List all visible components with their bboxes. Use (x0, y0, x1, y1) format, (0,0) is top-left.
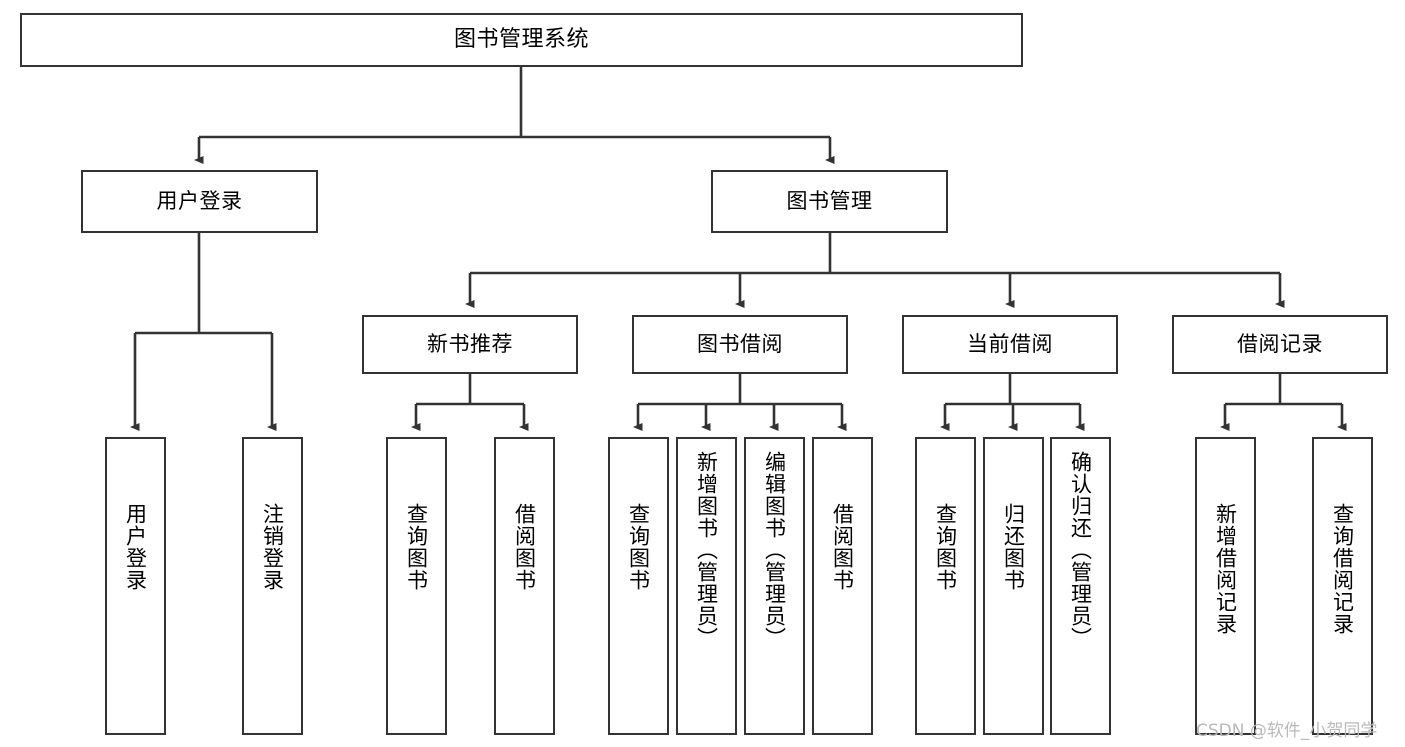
node-label: 查询图书 (626, 503, 651, 591)
leaf-book-borrow-add[interactable]: 新增图书（管理员） (676, 437, 737, 735)
node-label: 查询图书 (933, 503, 958, 591)
leaf-book-borrow-edit[interactable]: 编辑图书（管理员） (744, 437, 805, 735)
leaf-book-borrow-query[interactable]: 查询图书 (608, 437, 669, 735)
node-book-borrow[interactable]: 图书借阅 (632, 315, 848, 374)
node-label: 确认归还（管理员） (1068, 451, 1093, 649)
node-label: 借阅记录 (1237, 332, 1323, 357)
node-book-management[interactable]: 图书管理 (711, 170, 948, 233)
leaf-current-borrow-confirm-return[interactable]: 确认归还（管理员） (1050, 437, 1111, 735)
leaf-borrow-record-add[interactable]: 新增借阅记录 (1195, 437, 1256, 735)
leaf-user-login-signin[interactable]: 用户登录 (105, 437, 166, 735)
node-label: 注销登录 (260, 503, 285, 591)
node-label: 归还图书 (1001, 503, 1026, 591)
node-label: 用户登录 (123, 503, 148, 591)
node-label: 新增借阅记录 (1213, 503, 1238, 635)
csdn-watermark: CSDN @软件_小贺同学 (1196, 721, 1378, 741)
leaf-new-book-borrow[interactable]: 借阅图书 (494, 437, 555, 735)
node-root-system[interactable]: 图书管理系统 (20, 13, 1023, 67)
leaf-user-login-signout[interactable]: 注销登录 (242, 437, 303, 735)
node-label: 图书管理系统 (453, 27, 589, 53)
node-label: 新增图书（管理员） (694, 451, 719, 649)
node-label: 当前借阅 (967, 332, 1053, 357)
leaf-book-borrow-borrow[interactable]: 借阅图书 (812, 437, 873, 735)
node-label: 编辑图书（管理员） (762, 451, 787, 649)
node-label: 借阅图书 (830, 503, 855, 591)
node-new-book-recommend[interactable]: 新书推荐 (362, 315, 578, 374)
node-label: 查询借阅记录 (1330, 503, 1355, 635)
node-label: 借阅图书 (512, 503, 537, 591)
leaf-current-borrow-query[interactable]: 查询图书 (915, 437, 976, 735)
node-user-login[interactable]: 用户登录 (81, 170, 318, 233)
node-borrow-record[interactable]: 借阅记录 (1172, 315, 1388, 374)
leaf-borrow-record-query[interactable]: 查询借阅记录 (1312, 437, 1373, 735)
node-label: 图书借阅 (697, 332, 783, 357)
leaf-new-book-query[interactable]: 查询图书 (386, 437, 447, 735)
node-label: 图书管理 (786, 189, 873, 214)
node-current-borrow[interactable]: 当前借阅 (902, 315, 1118, 374)
node-label: 查询图书 (404, 503, 429, 591)
leaf-current-borrow-return[interactable]: 归还图书 (983, 437, 1044, 735)
node-label: 用户登录 (156, 189, 243, 214)
node-label: 新书推荐 (427, 332, 513, 357)
